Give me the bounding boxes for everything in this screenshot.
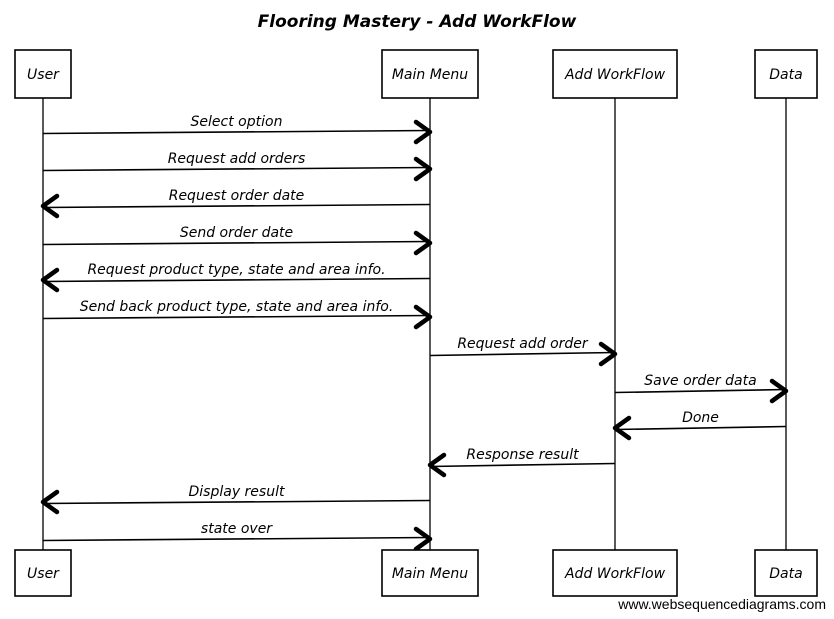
participant-label: Main Menu: [392, 67, 468, 83]
message-arrow-head: [413, 304, 433, 330]
message-arrow-head: [413, 156, 433, 182]
participant-data-top: Data: [754, 49, 818, 99]
message-label: Save order data: [644, 373, 756, 389]
participant-box: [14, 49, 72, 99]
message-arrow-head: [598, 341, 618, 367]
participant-user-bottom: User: [14, 549, 72, 597]
participant-data-bottom: Data: [754, 549, 818, 597]
participant-box: [754, 49, 818, 99]
message-arrow-head: [40, 489, 60, 515]
participant-label: Data: [769, 566, 802, 582]
participant-user-top: User: [14, 49, 72, 99]
message-label: Send order date: [180, 225, 293, 241]
message-arrow-line: [42, 277, 431, 283]
diagram-title: Flooring Mastery - Add WorkFlow: [258, 12, 577, 32]
message-7: Request add order: [429, 336, 618, 367]
message-arrow-head: [769, 378, 789, 404]
participant-menu-bottom: Main Menu: [381, 549, 479, 597]
message-1: Select option: [42, 114, 433, 145]
watermark: www.websequencediagrams.com: [617, 596, 826, 612]
message-arrow-head: [413, 119, 433, 145]
message-arrow-head: [427, 452, 447, 478]
message-3: Request order date: [40, 188, 431, 219]
participant-workflow-top: Add WorkFlow: [552, 49, 678, 99]
message-arrow-line: [429, 351, 616, 357]
message-arrow-line: [42, 499, 431, 505]
message-label: Send back product type, state and area i…: [80, 299, 394, 315]
participant-box: [381, 549, 479, 597]
participant-box: [552, 49, 678, 99]
message-label: Request product type, state and area inf…: [87, 262, 385, 278]
message-arrow-line: [614, 425, 787, 431]
message-2: Request add orders: [42, 151, 433, 182]
message-arrow-line: [42, 240, 431, 246]
message-label: Request order date: [169, 188, 305, 204]
message-11: Display result: [40, 484, 431, 515]
message-label: state over: [201, 521, 273, 537]
message-arrow-head: [40, 267, 60, 293]
message-label: Select option: [191, 114, 283, 130]
participant-label: Add WorkFlow: [564, 566, 666, 582]
message-arrow-head: [612, 415, 632, 441]
message-label: Display result: [189, 484, 285, 500]
message-6: Send back product type, state and area i…: [42, 299, 433, 330]
message-arrow-line: [42, 166, 431, 172]
lifelines: [42, 98, 787, 550]
message-10: Response result: [427, 447, 616, 478]
message-arrow-head: [413, 526, 433, 552]
message-label: Request add order: [457, 336, 589, 352]
participant-box: [381, 49, 479, 99]
participant-label: User: [27, 566, 60, 582]
message-12: state over: [42, 521, 433, 552]
participant-label: Add WorkFlow: [564, 67, 666, 83]
message-arrow-line: [42, 129, 431, 135]
participant-label: User: [27, 67, 60, 83]
participant-workflow-bottom: Add WorkFlow: [552, 549, 678, 597]
message-arrow-line: [42, 203, 431, 209]
participant-label: Data: [769, 67, 802, 83]
message-arrow-line: [42, 314, 431, 320]
participant-label: Main Menu: [392, 566, 468, 582]
message-label: Request add orders: [168, 151, 306, 167]
message-arrow-line: [614, 388, 787, 394]
participant-box: [14, 549, 72, 597]
message-arrow-head: [40, 193, 60, 219]
message-arrow-head: [413, 230, 433, 256]
message-label: Done: [682, 410, 719, 426]
message-8: Save order data: [614, 373, 789, 404]
message-9: Done: [612, 410, 787, 441]
participant-box: [552, 549, 678, 597]
message-5: Request product type, state and area inf…: [40, 262, 431, 293]
participant-menu-top: Main Menu: [381, 49, 479, 99]
message-4: Send order date: [42, 225, 433, 256]
message-arrow-line: [42, 536, 431, 542]
participant-box: [754, 549, 818, 597]
message-arrow-line: [429, 462, 616, 468]
message-label: Response result: [466, 447, 579, 463]
